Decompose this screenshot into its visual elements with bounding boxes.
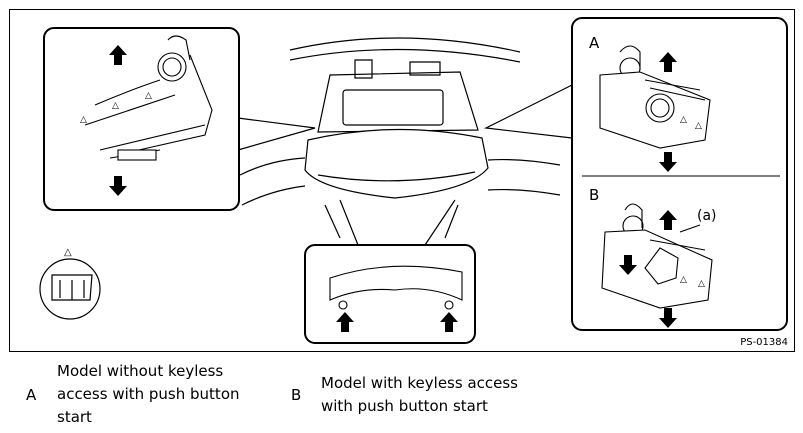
svg-text:△: △ bbox=[698, 279, 705, 289]
svg-text:△: △ bbox=[80, 115, 87, 125]
zoom-pointer-bottom bbox=[339, 199, 456, 246]
zoom-pointer-left bbox=[237, 117, 316, 151]
inset-top-left bbox=[43, 27, 240, 211]
svg-text:△: △ bbox=[64, 247, 72, 258]
svg-text:△: △ bbox=[145, 91, 152, 101]
clip-tab-illustration: △△ bbox=[680, 115, 702, 131]
clip-tab-illustration: △△ bbox=[680, 275, 705, 289]
legend-line: with push button start bbox=[321, 397, 488, 415]
svg-text:△: △ bbox=[112, 101, 119, 111]
key-cylinder-illustration bbox=[84, 35, 213, 161]
legend-key-b: B bbox=[291, 386, 302, 404]
callout-b: B bbox=[589, 186, 600, 204]
figure-id-label: PS-01384 bbox=[740, 337, 788, 348]
lower-cover-illustration bbox=[329, 265, 463, 310]
callout-a-sub: (a) bbox=[697, 208, 717, 224]
legend-line: Model without keyless bbox=[57, 362, 224, 380]
legend-line: Model with keyless access bbox=[321, 374, 518, 392]
callout-a: A bbox=[589, 34, 600, 52]
svg-text:△: △ bbox=[680, 115, 687, 125]
legend-line: start bbox=[57, 408, 92, 426]
legend-text-a: Model without keyless access with push b… bbox=[57, 360, 240, 429]
svg-text:△: △ bbox=[680, 275, 687, 285]
clip-tab-illustration: △ △ △ bbox=[80, 91, 152, 125]
svg-text:△: △ bbox=[695, 121, 702, 131]
clip-detail-illustration: △ bbox=[39, 247, 101, 320]
key-cylinder-illustration bbox=[599, 45, 711, 149]
legend-line: access with push button bbox=[57, 385, 240, 403]
figure-frame: PS-01384 bbox=[9, 9, 795, 352]
legend-text-b: Model with keyless access with push butt… bbox=[321, 372, 518, 418]
push-button-start-illustration bbox=[601, 203, 713, 309]
steering-column-cover-illustration bbox=[239, 37, 561, 239]
zoom-pointer-right bbox=[483, 84, 573, 139]
legend-key-a: A bbox=[26, 386, 37, 404]
